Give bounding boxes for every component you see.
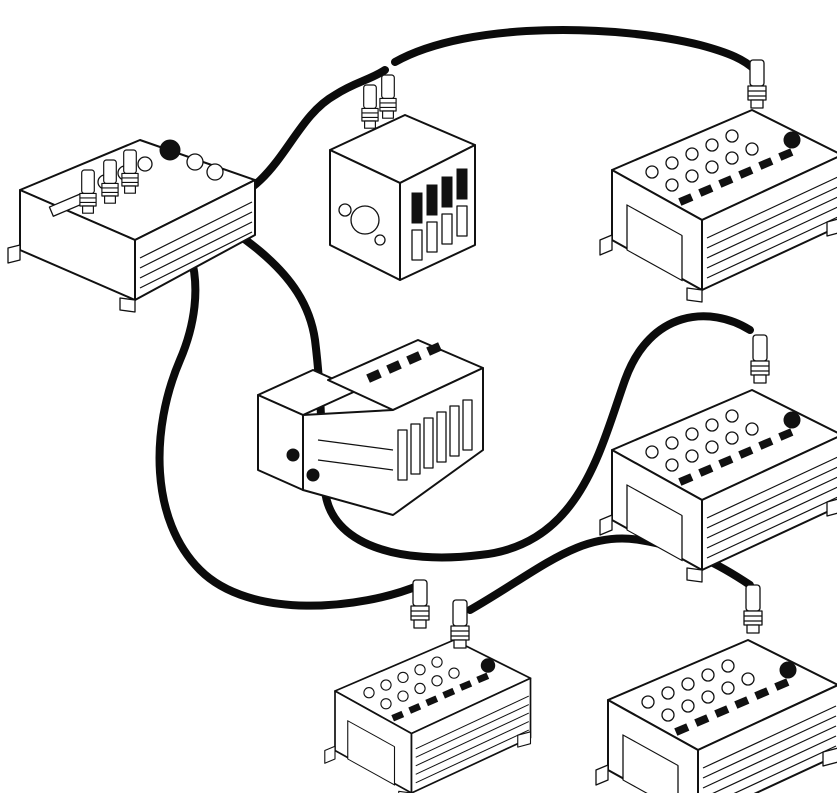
io-module-d <box>595 584 837 793</box>
cable-large-manifold-to-io-b <box>321 312 754 562</box>
io-module-a <box>599 59 837 303</box>
io-module-b <box>599 334 837 583</box>
io-module-c <box>323 579 532 793</box>
valve-manifold-large <box>257 339 484 516</box>
cable-io-c-to-io-d <box>466 534 754 614</box>
cable-small-manifold-to-io-a <box>391 26 759 74</box>
main-hub <box>7 139 256 313</box>
valve-manifold-small <box>329 74 476 281</box>
